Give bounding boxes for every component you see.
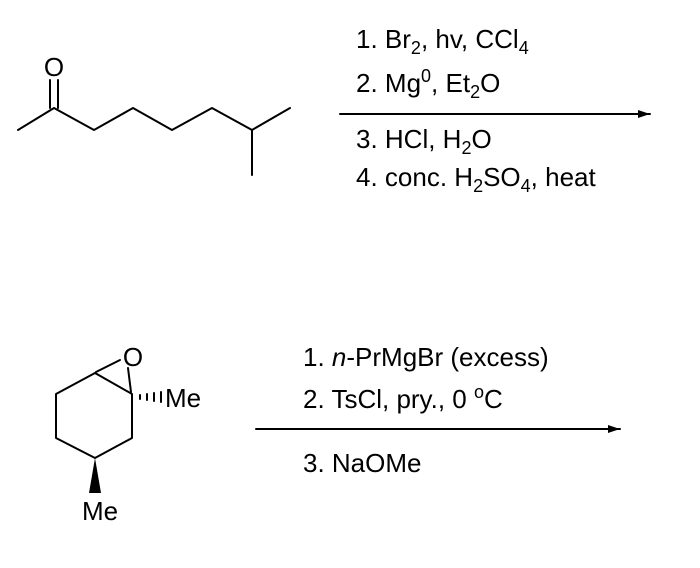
reaction-2-arrow-group: 1. n-PrMgBr (excess) 2. TsCl, pry., 0 o​… (255, 342, 621, 478)
hashed-methyl-label: Me (165, 383, 201, 413)
epoxide-bond-left (95, 359, 121, 373)
wedge-bond (89, 458, 101, 493)
reactant-epoxide: O Me Me (55, 342, 201, 526)
ketone-oxygen-label: O (44, 52, 64, 82)
reaction-1-arrow-group: 1. Br2​, hv, CCl4​ 2. Mg0​, Et2​O 3. HCl… (339, 24, 651, 196)
epoxide-oxygen-label: O (123, 342, 143, 372)
cyclohexane-ring (55, 372, 133, 459)
wedged-methyl-label: Me (82, 496, 118, 526)
reaction-1-step-3: 3. HCl, H2​O (356, 124, 492, 158)
epoxide-bond-right (127, 367, 132, 393)
reaction-1-step-1: 1. Br2​, hv, CCl4​ (356, 24, 529, 58)
reaction-2-step-3: 3. NaOMe (303, 448, 422, 478)
reaction-2-step-2: 2. TsCl, pry., 0 o​C (303, 382, 503, 414)
reaction-2-step-1: 1. n-PrMgBr (excess) (303, 342, 549, 372)
hashed-bond (139, 391, 162, 403)
reaction-1-step-4: 4. conc. H2​SO4​, heat (356, 162, 596, 196)
ketone-carbon-chain (17, 107, 291, 131)
reactant-ketone: O (17, 52, 291, 176)
reaction-1-step-2: 2. Mg0​, Et2​O (356, 66, 500, 102)
